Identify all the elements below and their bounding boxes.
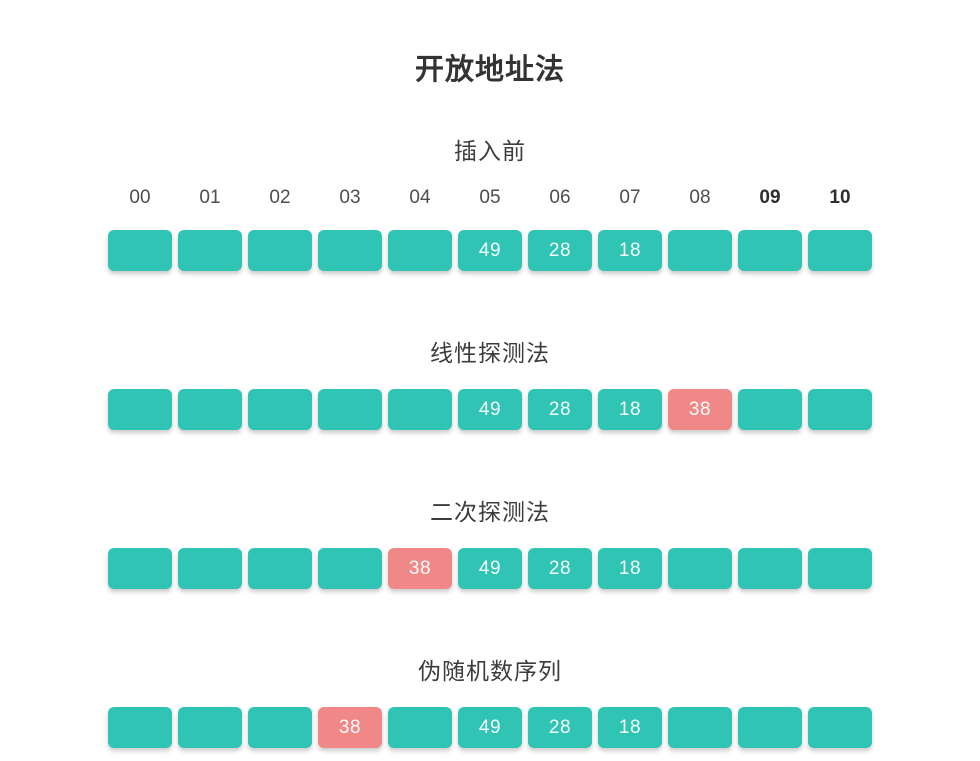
hash-table-cell	[108, 548, 172, 589]
hash-table-cell: 28	[528, 389, 592, 430]
hash-table-cell	[248, 230, 312, 271]
hash-table-cell	[388, 230, 452, 271]
hash-table-cell	[108, 230, 172, 271]
hash-table-cell: 49	[458, 548, 522, 589]
hash-table-cell	[388, 707, 452, 748]
section-heading: 二次探测法	[430, 499, 550, 525]
hash-table-cell: 18	[598, 389, 662, 430]
hash-table-cell	[318, 230, 382, 271]
hash-table-cell: 49	[458, 389, 522, 430]
hash-table-cell: 28	[528, 230, 592, 271]
hash-table-cell	[318, 548, 382, 589]
hash-table-cell: 38	[388, 548, 452, 589]
hash-table-cell	[318, 389, 382, 430]
index-label: 00	[129, 187, 151, 208]
index-label: 07	[619, 187, 641, 208]
hash-table-cell: 18	[598, 230, 662, 271]
hash-table-cell	[738, 389, 802, 430]
index-label: 05	[479, 187, 501, 208]
hash-table-cell	[668, 548, 732, 589]
index-label: 04	[409, 187, 431, 208]
index-label: 03	[339, 187, 361, 208]
hash-table-cell: 18	[598, 707, 662, 748]
hash-table-cell	[808, 548, 872, 589]
hash-table-cell	[248, 707, 312, 748]
hash-table-cell	[738, 230, 802, 271]
hash-table-cell	[808, 389, 872, 430]
hash-table-cell: 28	[528, 548, 592, 589]
index-label: 02	[269, 187, 291, 208]
hash-table-cell: 28	[528, 707, 592, 748]
index-label: 06	[549, 187, 571, 208]
hash-table-cell	[248, 389, 312, 430]
index-label: 10	[829, 187, 851, 208]
hash-table-cell	[108, 389, 172, 430]
hash-table-cell	[388, 389, 452, 430]
page-title: 开放地址法	[414, 54, 565, 86]
index-label: 09	[759, 187, 781, 208]
hash-table-cell	[178, 230, 242, 271]
hash-table-cell	[738, 548, 802, 589]
hash-table-cell	[738, 707, 802, 748]
section-heading: 线性探测法	[430, 340, 550, 366]
section-heading: 插入前	[454, 138, 526, 164]
hash-table-cell: 49	[458, 230, 522, 271]
hash-table-cell	[108, 707, 172, 748]
hash-table-cell	[178, 548, 242, 589]
index-row: 00 01 02 03 04 05 06 07 08 09 10	[108, 187, 872, 209]
hash-table-cell	[668, 707, 732, 748]
hash-table-cell	[178, 389, 242, 430]
hash-table-cell	[178, 707, 242, 748]
index-label: 01	[199, 187, 221, 208]
hash-table-cell: 38	[318, 707, 382, 748]
hash-table-cell	[668, 230, 732, 271]
hash-table-cell	[808, 230, 872, 271]
hash-table-cell: 38	[668, 389, 732, 430]
hash-table-cell: 49	[458, 707, 522, 748]
section-heading: 伪随机数序列	[418, 658, 562, 684]
index-label: 08	[689, 187, 711, 208]
hash-table-cell: 18	[598, 548, 662, 589]
hash-table-cell	[808, 707, 872, 748]
hash-table-cell	[248, 548, 312, 589]
